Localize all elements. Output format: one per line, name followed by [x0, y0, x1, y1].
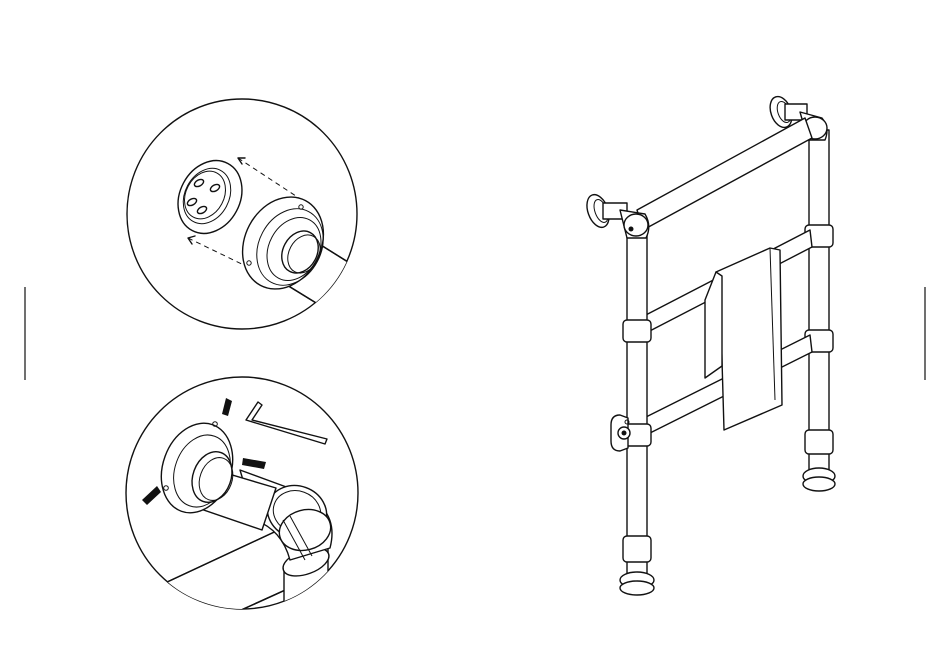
detail-grub-screws — [126, 377, 358, 640]
towel-rail-overview — [583, 94, 835, 595]
back-leg-icon — [803, 130, 835, 491]
towel-icon — [705, 248, 782, 430]
detail-cover-plate — [127, 99, 380, 330]
top-rail-icon — [637, 118, 812, 230]
elbow-joint-icon — [620, 210, 649, 238]
allen-key-icon — [246, 402, 327, 444]
front-leg-icon — [620, 225, 654, 595]
valve-icon — [611, 415, 630, 451]
